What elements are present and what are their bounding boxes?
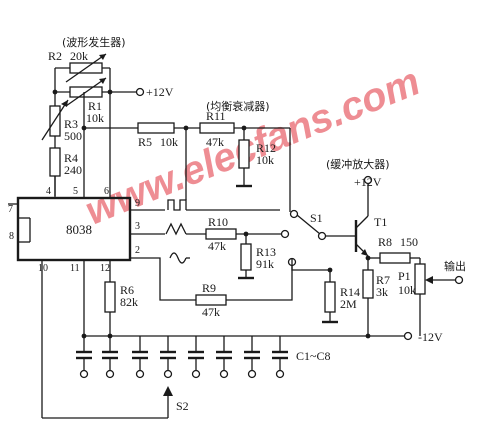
block-label-balanced-attenuator: (均衡衰减器) xyxy=(206,99,270,113)
block-label-buffer-amplifier: (缓冲放大器) xyxy=(326,157,390,171)
pin-3: 3 xyxy=(135,221,140,232)
resistor-r13-branch xyxy=(238,234,254,280)
r10-name: R10 xyxy=(208,215,228,229)
r7-value: 3k xyxy=(376,285,388,299)
r6-name: R6 xyxy=(120,283,134,297)
resistor-r14-branch xyxy=(291,258,338,324)
pin-7: 7 xyxy=(8,204,13,215)
r3-name: R3 xyxy=(64,117,78,131)
r7-name: R7 xyxy=(376,273,390,287)
resistor-r6 xyxy=(104,281,116,313)
caps-name: C1~C8 xyxy=(296,349,331,363)
resistor-r10 xyxy=(205,228,237,240)
output-label: 输出 xyxy=(444,259,466,273)
r14-name: R14 xyxy=(340,285,360,299)
pin-11: 11 xyxy=(70,263,80,274)
switch-s1 xyxy=(289,209,350,241)
t1-name: T1 xyxy=(374,215,387,229)
block-label-waveform-generator: (波形发生器) xyxy=(62,35,126,49)
r5-name: R5 xyxy=(138,135,152,149)
resistor-r4 xyxy=(49,147,61,177)
potentiometer-p1 xyxy=(414,263,426,295)
supply-terminals xyxy=(363,175,373,194)
s2-name: S2 xyxy=(176,399,189,413)
pin-8: 8 xyxy=(9,231,14,242)
r4-name: R4 xyxy=(64,151,78,165)
supply-label-neg: -12V xyxy=(418,330,443,344)
r14-value: 2M xyxy=(340,297,357,311)
r12-name: R12 xyxy=(256,141,276,155)
resistor-r11 xyxy=(199,122,235,134)
r2-value: 20k xyxy=(70,49,88,63)
resistor-r12 xyxy=(238,139,250,169)
potentiometer-r1 xyxy=(65,77,107,107)
pin-4: 4 xyxy=(46,186,51,197)
pin-12: 12 xyxy=(100,263,110,274)
pin-2: 2 xyxy=(135,245,140,256)
resistor-r8 xyxy=(379,252,411,264)
resistor-r3 xyxy=(41,99,69,141)
negative-rail xyxy=(81,260,413,341)
pin-9: 9 xyxy=(135,198,140,209)
ic-8038: 8038 4 5 6 7 8 9 3 2 10 11 12 xyxy=(8,92,140,274)
output-stage xyxy=(379,252,464,336)
resistor-r5 xyxy=(137,122,175,134)
r10-value: 47k xyxy=(208,239,226,253)
attenuator-top xyxy=(81,122,291,212)
capacitor-bank xyxy=(76,336,288,379)
ic-label: 8038 xyxy=(66,222,92,237)
r5-value: 10k xyxy=(160,135,178,149)
r11-value: 47k xyxy=(206,135,224,149)
r3-value: 500 xyxy=(64,129,82,143)
r8-name: R8 xyxy=(378,235,392,249)
p1-value: 10k xyxy=(398,283,416,297)
pin-10: 10 xyxy=(38,263,48,274)
resistor-r13 xyxy=(240,243,252,271)
r8-value: 150 xyxy=(400,235,418,249)
r6-value: 82k xyxy=(120,295,138,309)
s1-name: S1 xyxy=(310,211,323,225)
r1-value: 10k xyxy=(86,111,104,125)
resistor-r7-branch xyxy=(362,269,374,339)
pin-5: 5 xyxy=(73,186,78,197)
r1-name: R1 xyxy=(88,99,102,113)
r13-value: 91k xyxy=(256,257,274,271)
supply-label-top: +12V xyxy=(146,85,174,99)
r9-value: 47k xyxy=(202,305,220,319)
resistor-r2 xyxy=(65,53,107,83)
square-wave-output xyxy=(130,199,280,211)
supply-label-buffer: +12V xyxy=(354,175,382,189)
sine-wave-output xyxy=(130,252,297,306)
resistor-r9 xyxy=(195,294,227,306)
transistor-t1 xyxy=(350,194,380,270)
r4-value: 240 xyxy=(64,163,82,177)
resistor-r7 xyxy=(362,269,374,299)
p1-name: P1 xyxy=(398,269,411,283)
pin-6: 6 xyxy=(104,186,109,197)
r13-name: R13 xyxy=(256,245,276,259)
resistor-r14 xyxy=(324,281,336,313)
r12-value: 10k xyxy=(256,153,274,167)
switch-s2 xyxy=(41,260,173,419)
r2-name: R2 xyxy=(48,49,62,63)
r11-name: R11 xyxy=(206,109,226,123)
r9-name: R9 xyxy=(202,281,216,295)
